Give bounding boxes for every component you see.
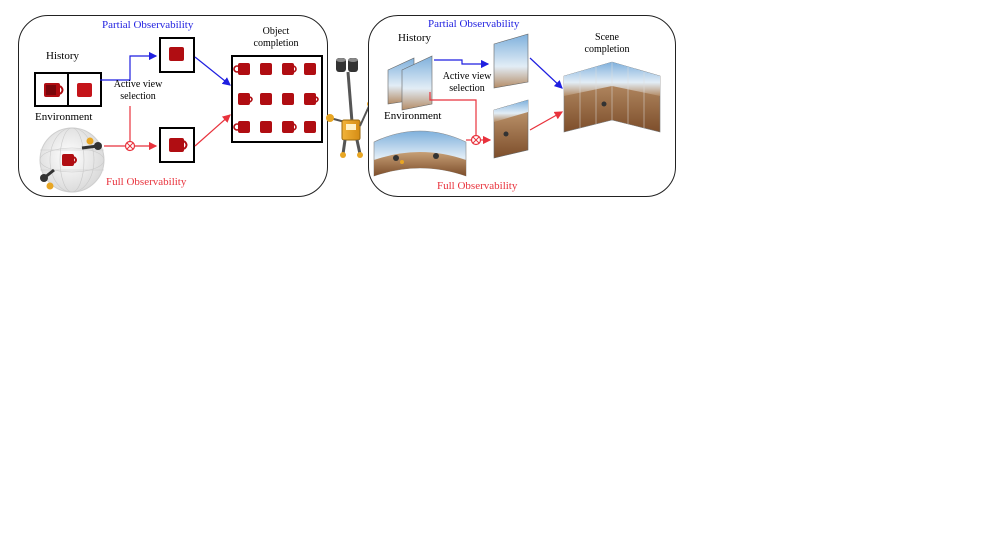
selected-view-partial [493, 33, 529, 89]
right-environment-label: Environment [384, 110, 442, 122]
scene-completion-panorama [563, 61, 661, 133]
history-views [34, 72, 102, 107]
selected-view-full [159, 127, 195, 163]
red-mug-icon [77, 83, 92, 97]
left-active-view-line1: Active view [113, 79, 163, 90]
red-mug-icon [44, 83, 64, 97]
right-active-view-label: Active view selection [436, 71, 498, 95]
scene-completion-label: Scene completion [572, 32, 642, 56]
right-active-view-line1: Active view [442, 71, 492, 82]
scene-completion-line1: Scene [595, 32, 619, 43]
object-completion-line1: Object [262, 26, 290, 37]
right-active-view-line2: selection [449, 83, 485, 94]
selected-view-partial [159, 37, 195, 73]
left-active-view-label: Active view selection [108, 79, 168, 103]
binoculars-robot-icon [326, 58, 373, 158]
left-environment-label: Environment [35, 111, 93, 123]
robot-arm-icon [81, 137, 102, 150]
right-history-label: History [398, 32, 431, 44]
object-completion-line2: completion [253, 38, 299, 49]
robot-arm-icon [40, 168, 55, 190]
object-completion-label: Object completion [244, 26, 308, 50]
left-active-view-line2: selection [120, 91, 156, 102]
selected-view-full [493, 99, 529, 159]
right-full-title: Full Observability [437, 180, 518, 192]
left-full-title: Full Observability [106, 176, 187, 188]
left-history-label: History [46, 50, 79, 62]
environment-sphere [39, 127, 105, 193]
environment-panorama [373, 130, 467, 177]
left-partial-title: Partial Observability [102, 19, 194, 31]
panorama-view-icon [387, 55, 433, 111]
right-partial-title: Partial Observability [428, 18, 520, 30]
object-completion-grid [231, 55, 323, 143]
scene-completion-line2: completion [584, 44, 630, 55]
